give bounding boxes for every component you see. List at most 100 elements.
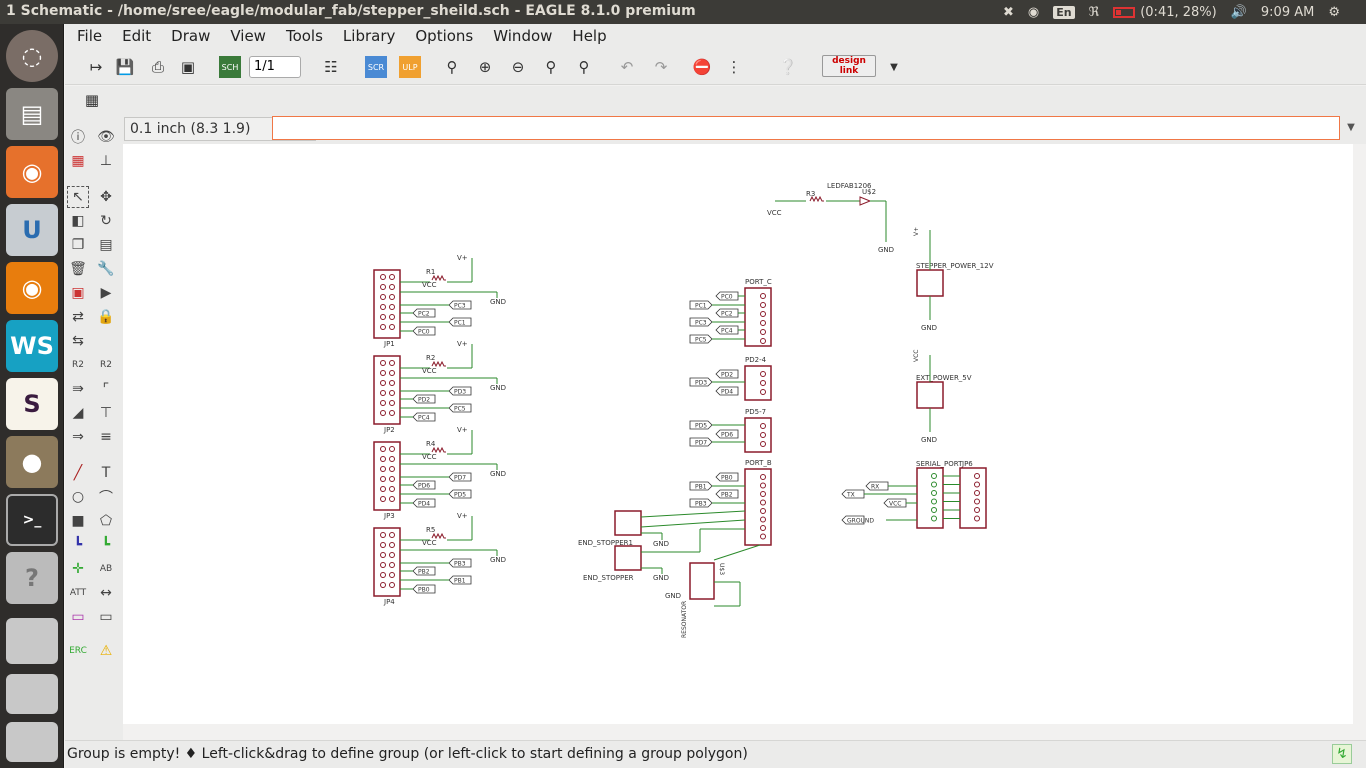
polygon-icon[interactable]: ⬠ (99, 513, 113, 529)
disk-icon-3[interactable] (6, 722, 58, 762)
menu-view[interactable]: View (230, 27, 266, 45)
redo-icon[interactable]: ↷ (654, 58, 668, 76)
status-ok-icon[interactable]: ↯ (1332, 744, 1352, 764)
erc-icon[interactable]: ERC (69, 646, 87, 656)
menu-options[interactable]: Options (415, 27, 474, 45)
terminal-icon[interactable]: >_ (6, 494, 58, 546)
group-icon[interactable]: ↖ (67, 186, 89, 208)
menu-library[interactable]: Library (342, 27, 396, 45)
files-icon[interactable]: ▤ (6, 88, 58, 140)
mark-icon[interactable]: ⊥ (99, 153, 113, 169)
attribute-icon[interactable]: ATT (69, 588, 87, 598)
label-icon[interactable]: AB (99, 564, 113, 574)
invoke-icon[interactable]: ⊤ (99, 405, 113, 421)
page-select[interactable]: 1/1 (249, 56, 301, 78)
toolbar-more-icon[interactable]: ▼ (890, 61, 898, 73)
save-icon[interactable]: 💾 (115, 58, 135, 76)
grid-icon[interactable]: ▦ (84, 91, 100, 109)
ulp-icon[interactable]: ULP (399, 56, 421, 78)
menu-window[interactable]: Window (493, 27, 553, 45)
cura-icon[interactable]: U (6, 204, 58, 256)
dropbox-icon[interactable]: ✖ (1003, 4, 1014, 20)
value-icon[interactable]: R2 (100, 360, 112, 370)
split-icon[interactable]: ◢ (72, 405, 84, 421)
paste-icon[interactable]: ▤ (99, 237, 113, 253)
name-icon[interactable]: R2 (72, 360, 84, 370)
rectangle-icon[interactable]: ■ (71, 513, 85, 529)
junction-icon[interactable]: ✛ (72, 561, 84, 577)
zoom-in-icon[interactable]: ⊕ (478, 58, 492, 76)
menu-tools[interactable]: Tools (285, 27, 323, 45)
show-icon[interactable]: 👁 (97, 129, 115, 145)
warning-icon[interactable]: ⚠ (99, 643, 113, 659)
help-icon[interactable]: ? (6, 552, 58, 604)
info-icon[interactable]: ⓘ (71, 130, 85, 146)
pin-circle (760, 533, 766, 540)
zoom-fit-icon[interactable]: ⚲ (446, 58, 458, 76)
command-history-dropdown[interactable]: ▼ (1341, 116, 1361, 140)
vertical-scrollbar[interactable] (1353, 144, 1366, 724)
script-icon[interactable]: SCR (365, 56, 387, 78)
cam-icon[interactable]: ▣ (180, 58, 196, 76)
miter-icon[interactable]: ⌜ (102, 381, 110, 397)
zoom-select-icon[interactable]: ⚲ (578, 58, 590, 76)
disk-icon[interactable] (6, 618, 58, 664)
module-icon[interactable]: ▭ (99, 609, 113, 625)
clock[interactable]: 9:09 AM (1260, 4, 1315, 20)
copy-icon[interactable]: ❐ (71, 237, 85, 253)
mirror-icon[interactable]: ◧ (71, 213, 85, 229)
stop-icon[interactable]: ⛔ (692, 58, 712, 76)
frame-icon[interactable]: ▭ (71, 609, 85, 625)
open-icon[interactable]: ↦ (89, 58, 103, 76)
design-link-button[interactable]: design link (822, 55, 876, 77)
gimp-icon[interactable]: ● (6, 436, 58, 488)
menu-draw[interactable]: Draw (171, 27, 211, 45)
session-gear-icon[interactable]: ⚙ (1328, 4, 1340, 20)
menu-help[interactable]: Help (572, 27, 607, 45)
ubuntu-dash-icon[interactable]: ◌ (6, 30, 58, 82)
firefox-icon[interactable]: ◉ (6, 146, 58, 198)
pinswap-icon[interactable]: ⇄ (72, 309, 84, 325)
blender-icon[interactable]: ◉ (6, 262, 58, 314)
menu-edit[interactable]: Edit (122, 27, 152, 45)
sheets-icon[interactable]: ☷ (324, 58, 338, 76)
align-icon[interactable]: ≡ (100, 429, 112, 445)
print-icon[interactable]: ⎙ (151, 58, 164, 76)
volume-icon[interactable]: 🔊 (1230, 4, 1247, 20)
horizontal-scrollbar[interactable] (123, 724, 1353, 738)
display-layers-icon[interactable]: ▦ (71, 153, 85, 169)
dimension-icon[interactable]: ↔ (100, 585, 112, 601)
battery-indicator[interactable]: (0:41, 28%) (1113, 5, 1217, 20)
keyboard-layout-indicator[interactable]: En (1053, 5, 1075, 19)
text-icon[interactable]: T (101, 465, 111, 481)
switch-board-icon[interactable]: SCH (219, 56, 241, 78)
move-icon[interactable]: ✥ (100, 189, 112, 205)
bluetooth-icon[interactable]: ℜ (1088, 4, 1100, 20)
slack-icon[interactable]: S (6, 378, 58, 430)
go-icon[interactable]: ⋮ (726, 58, 742, 76)
command-input[interactable] (272, 116, 1340, 140)
wrench-icon[interactable]: 🔧 (97, 261, 115, 277)
rotate-icon[interactable]: ↻ (100, 213, 112, 229)
zoom-out-icon[interactable]: ⊖ (511, 58, 525, 76)
smash-icon[interactable]: ⇛ (72, 381, 84, 397)
zoom-redraw-icon[interactable]: ⚲ (545, 58, 557, 76)
lock-icon[interactable]: 🔒 (97, 309, 115, 325)
add-icon[interactable]: ▣ (71, 285, 85, 301)
replace-icon[interactable]: ▶ (100, 285, 112, 301)
delete-icon[interactable]: 🗑 (69, 261, 87, 277)
wifi-icon[interactable]: ◉ (1027, 4, 1040, 20)
webstorm-icon[interactable]: WS (6, 320, 58, 372)
undo-icon[interactable]: ↶ (620, 58, 634, 76)
help-icon[interactable]: ❔ (778, 58, 798, 76)
gateswap-icon[interactable]: ⇆ (72, 333, 84, 349)
circle-icon[interactable]: ○ (71, 489, 85, 505)
menu-file[interactable]: File (77, 27, 103, 45)
bus-icon[interactable]: ┗ (73, 537, 83, 553)
arc-icon[interactable]: ⌒ (99, 490, 113, 506)
line-icon[interactable]: ╱ (73, 465, 83, 481)
net-icon[interactable]: ┗ (101, 537, 111, 553)
disk-icon-2[interactable] (6, 674, 58, 714)
optimize-icon[interactable]: ⇒ (72, 429, 84, 445)
